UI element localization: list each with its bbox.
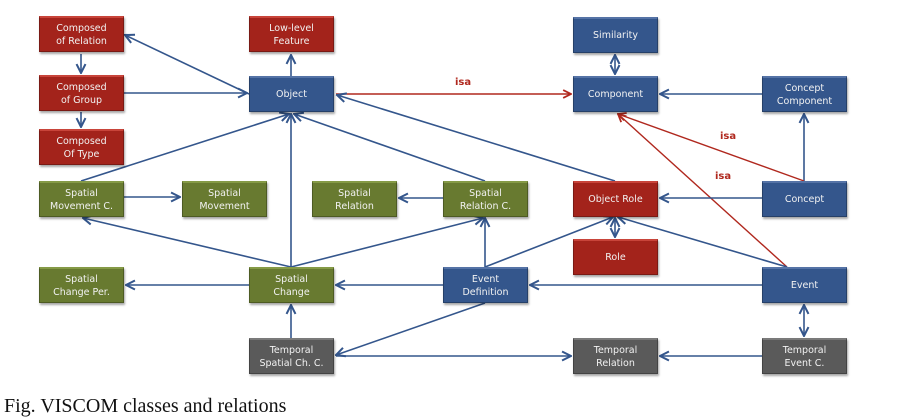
- edges-layer: [81, 35, 804, 356]
- figure-caption: Fig. VISCOM classes and relations: [4, 395, 287, 417]
- edge-event-definition-to-temporal-spatial-ch-c: [336, 302, 486, 355]
- node-concept[interactable]: Concept: [762, 181, 847, 217]
- edge-concept-to-component: [618, 114, 805, 182]
- node-object-role[interactable]: Object Role: [573, 181, 658, 217]
- node-temporal-event-c[interactable]: Temporal Event C.: [762, 338, 847, 374]
- node-similarity[interactable]: Similarity: [573, 17, 658, 53]
- edge-label-isa: isa: [455, 77, 472, 88]
- diagram-canvas: [0, 0, 913, 408]
- node-composed-of-group[interactable]: Composed of Group: [39, 75, 124, 111]
- node-spatial-movement[interactable]: Spatial Movement: [182, 181, 267, 217]
- edge-spatial-change-to-spatial-relation-c: [290, 218, 483, 268]
- node-spatial-change-per[interactable]: Spatial Change Per.: [39, 267, 124, 303]
- node-temporal-spatial-ch-c[interactable]: Temporal Spatial Ch. C.: [249, 338, 334, 374]
- edge-object-to-composed-of-relation: [125, 35, 250, 95]
- node-temporal-relation[interactable]: Temporal Relation: [573, 338, 658, 374]
- edge-event-to-component: [618, 114, 788, 268]
- node-spatial-relation-c[interactable]: Spatial Relation C.: [443, 181, 528, 217]
- node-low-level-feature[interactable]: Low-level Feature: [249, 16, 334, 52]
- edge-object-role-to-object: [337, 95, 616, 182]
- node-event-definition[interactable]: Event Definition: [443, 267, 528, 303]
- node-spatial-relation[interactable]: Spatial Relation: [312, 181, 397, 217]
- node-spatial-change[interactable]: Spatial Change: [249, 267, 334, 303]
- edge-label-isa: isa: [715, 171, 732, 182]
- edge-event-to-object-role: [618, 217, 788, 268]
- node-composed-of-relation[interactable]: Composed of Relation: [39, 16, 124, 52]
- edge-label-isa: isa: [720, 131, 737, 142]
- edge-spatial-change-to-spatial-movement-c: [83, 218, 292, 268]
- node-role[interactable]: Role: [573, 239, 658, 275]
- node-concept-component[interactable]: Concept Component: [762, 76, 847, 112]
- edge-spatial-relation-c-to-object: [294, 114, 486, 182]
- node-spatial-movement-c[interactable]: Spatial Movement C.: [39, 181, 124, 217]
- node-component[interactable]: Component: [573, 76, 658, 112]
- node-composed-of-type[interactable]: Composed Of Type: [39, 129, 124, 165]
- edge-spatial-movement-c-to-object: [80, 114, 289, 182]
- node-object[interactable]: Object: [249, 76, 334, 112]
- edge-event-definition-to-object-role: [484, 217, 613, 268]
- node-event[interactable]: Event: [762, 267, 847, 303]
